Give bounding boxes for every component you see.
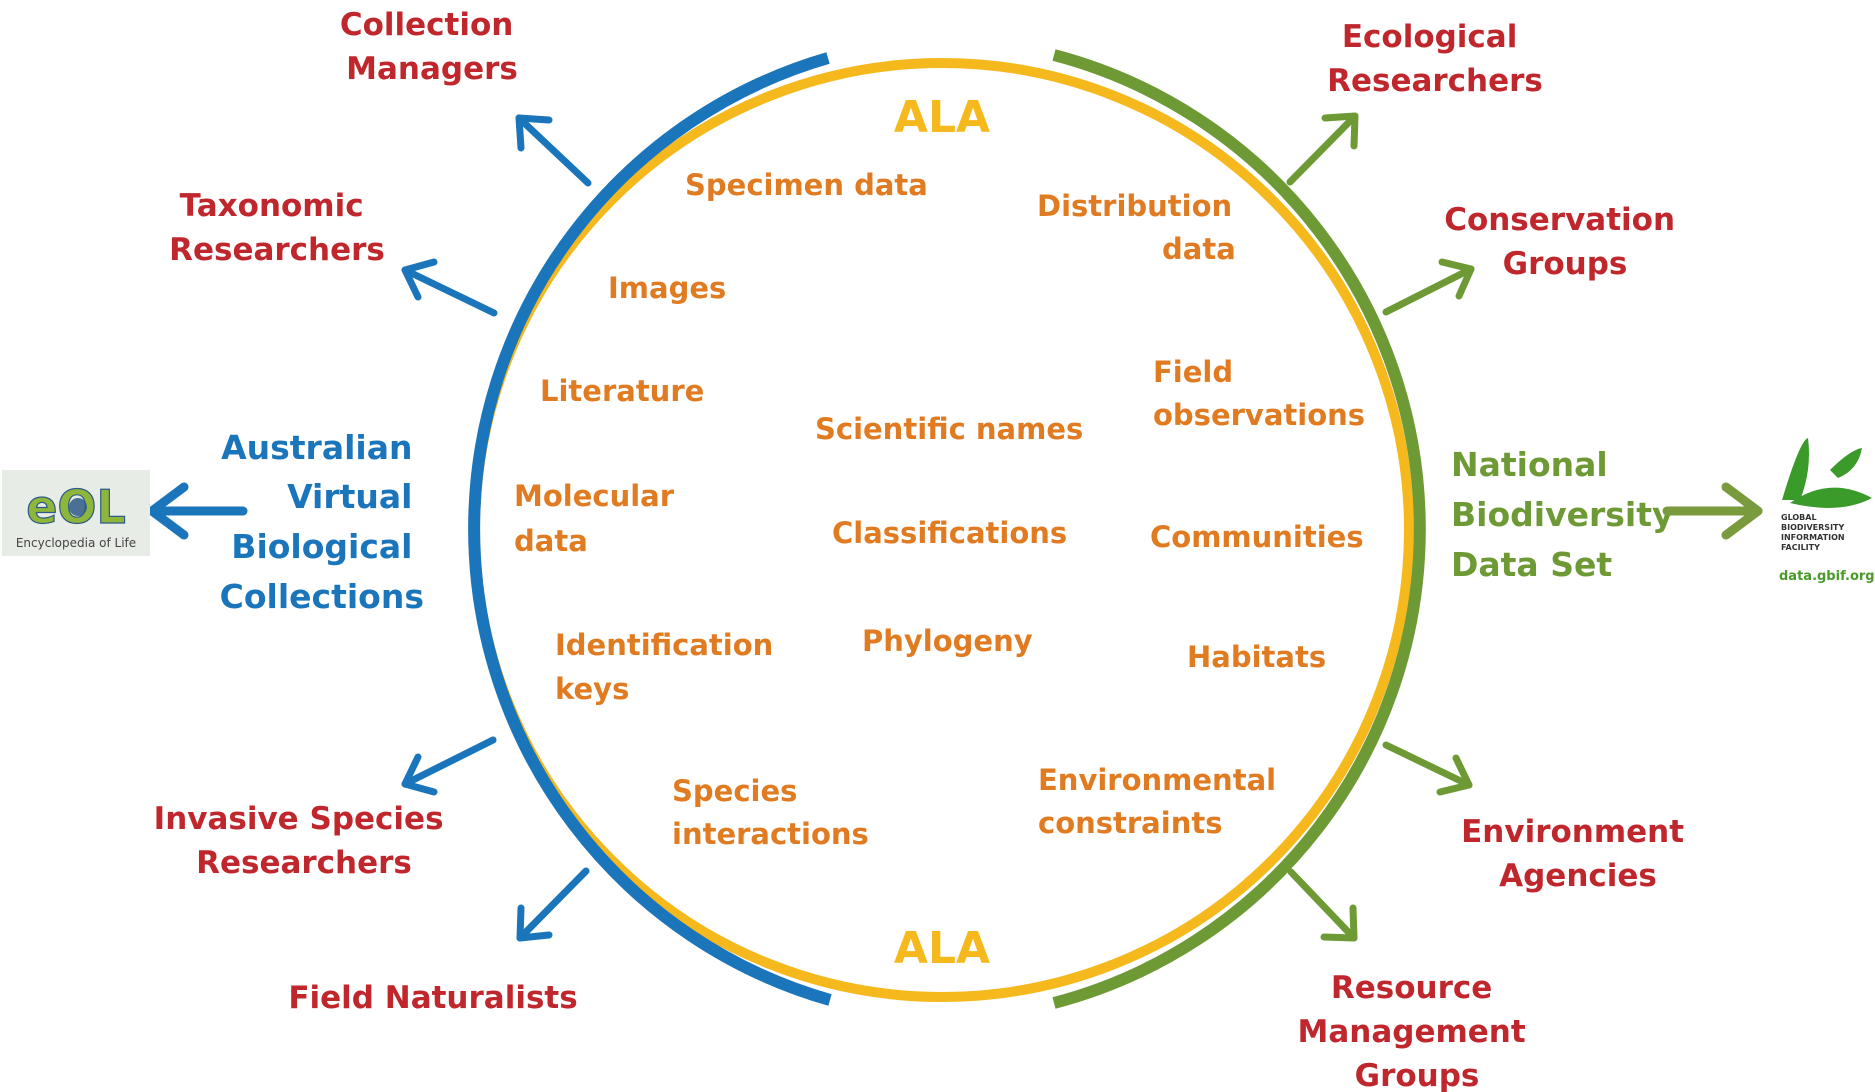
literature-label: Literature	[540, 374, 704, 408]
field-observations-label: Field observations	[1153, 355, 1365, 432]
scientific-names-label: Scientific names	[815, 412, 1083, 446]
ala-label-bottom: ALA	[894, 923, 990, 974]
habitats-label: Habitats	[1187, 640, 1326, 674]
ala-label-top: ALA	[894, 92, 990, 143]
eol-globe-icon	[69, 498, 87, 516]
gbif-logo-text: GLOBAL BIODIVERSITY INFORMATION FACILITY	[1781, 513, 1847, 552]
phylogeny-label: Phylogeny	[862, 624, 1033, 658]
gbif-logo: GLOBAL BIODIVERSITY INFORMATION FACILITY…	[1779, 438, 1875, 584]
blue-arrows	[401, 114, 592, 942]
invasive-species-label: Invasive Species Researchers	[154, 801, 455, 881]
nbds-arc	[1052, 49, 1426, 1009]
images-label: Images	[608, 271, 726, 305]
environment-agencies-label: Environment Agencies	[1461, 814, 1695, 894]
identification-keys-label: Identification keys	[555, 628, 783, 706]
nbds-label: National Biodiversity Data Set	[1451, 445, 1685, 584]
molecular-data-label: Molecular data	[514, 479, 684, 558]
gbif-leaf-icon	[1782, 438, 1872, 508]
classifications-label: Classifications	[832, 516, 1067, 550]
eol-tagline: Encyclopedia of Life	[16, 536, 136, 550]
avbc-arc	[468, 52, 832, 1006]
eol-arrow	[147, 482, 248, 540]
conservation-groups-label: Conservation Groups	[1444, 202, 1686, 282]
resource-management-label: Resource Management Groups	[1298, 970, 1537, 1092]
collection-managers-label: Collection Managers	[340, 7, 524, 87]
gbif-url: data.gbif.org	[1779, 569, 1875, 584]
ecological-researchers-label: Ecological Researchers	[1327, 19, 1543, 99]
green-arrows	[1286, 112, 1475, 942]
gbif-arrow	[1662, 482, 1763, 540]
taxonomic-researchers-label: Taxonomic Researchers	[169, 188, 385, 268]
communities-label: Communities	[1150, 520, 1364, 554]
eol-logo: eOL Encyclopedia of Life	[2, 470, 150, 556]
field-naturalists-label: Field Naturalists	[288, 980, 577, 1016]
environmental-constraints-label: Environmental constraints	[1038, 763, 1286, 840]
distribution-data-label: Distribution data	[1037, 189, 1242, 266]
species-interactions-label: Species interactions	[672, 774, 869, 851]
specimen-data-label: Specimen data	[685, 168, 928, 202]
avbc-label: Australian Virtual Biological Collection…	[220, 428, 424, 616]
